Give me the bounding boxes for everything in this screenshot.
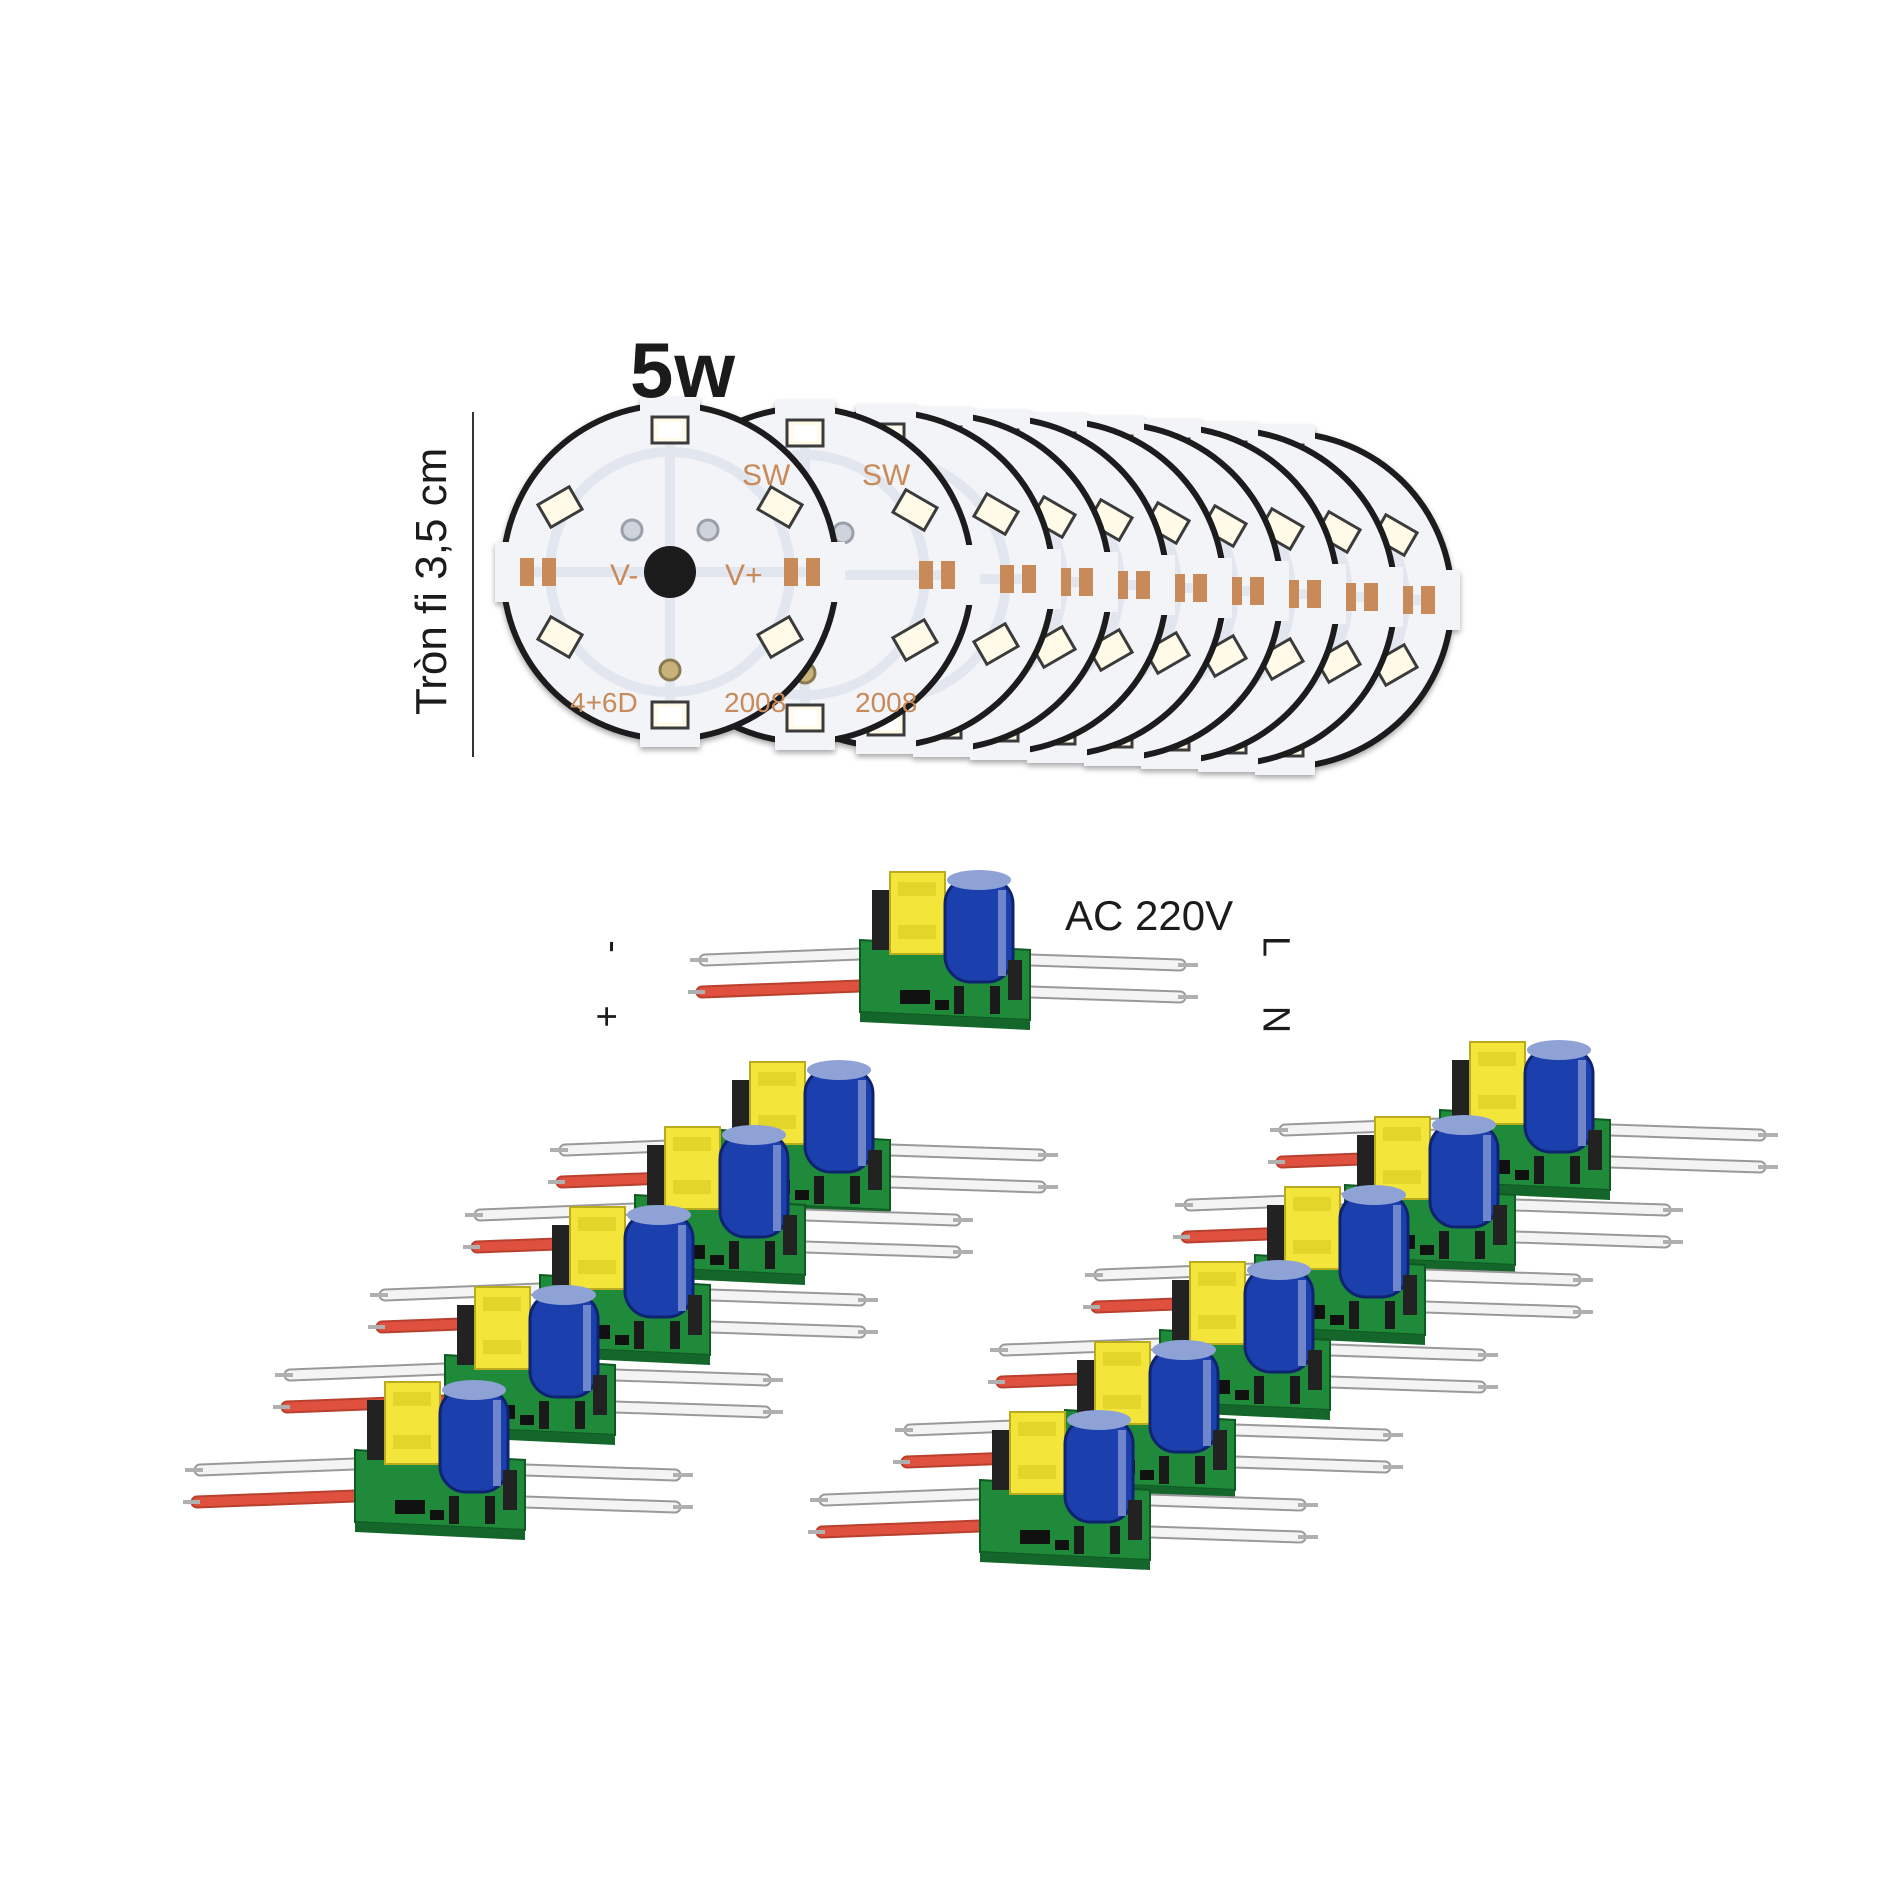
led-board-stack bbox=[495, 397, 1460, 775]
driver-module bbox=[548, 1060, 1058, 1220]
board-text-code: 4+6D bbox=[570, 687, 638, 718]
neutral-label: N bbox=[1254, 1005, 1297, 1034]
diameter-label: Tròn fi 3,5 cm bbox=[407, 447, 456, 715]
board-text-v-minus: V- bbox=[610, 559, 638, 592]
diameter-dimension-line bbox=[472, 412, 474, 757]
driver-module bbox=[1268, 1040, 1778, 1200]
board-text-sw-2: SW bbox=[862, 459, 911, 492]
power-rating-label: 5w bbox=[630, 326, 737, 414]
ac-input-label: AC 220V bbox=[1065, 892, 1234, 939]
polarity-minus-label: - bbox=[588, 940, 631, 953]
board-text-sw: SW bbox=[742, 459, 791, 492]
polarity-plus-label: + bbox=[586, 1005, 629, 1028]
driver-cluster-left bbox=[183, 1060, 1058, 1540]
board-text-model-2: 2008 bbox=[855, 687, 917, 718]
driver-cluster-right bbox=[808, 1040, 1778, 1570]
line-label: L bbox=[1254, 935, 1297, 958]
board-text-v-plus: V+ bbox=[725, 559, 763, 592]
board-text-model: 2008 bbox=[724, 687, 786, 718]
led-board-markings: SW V- V+ 4+6D 2008 SW 2008 bbox=[570, 459, 917, 718]
